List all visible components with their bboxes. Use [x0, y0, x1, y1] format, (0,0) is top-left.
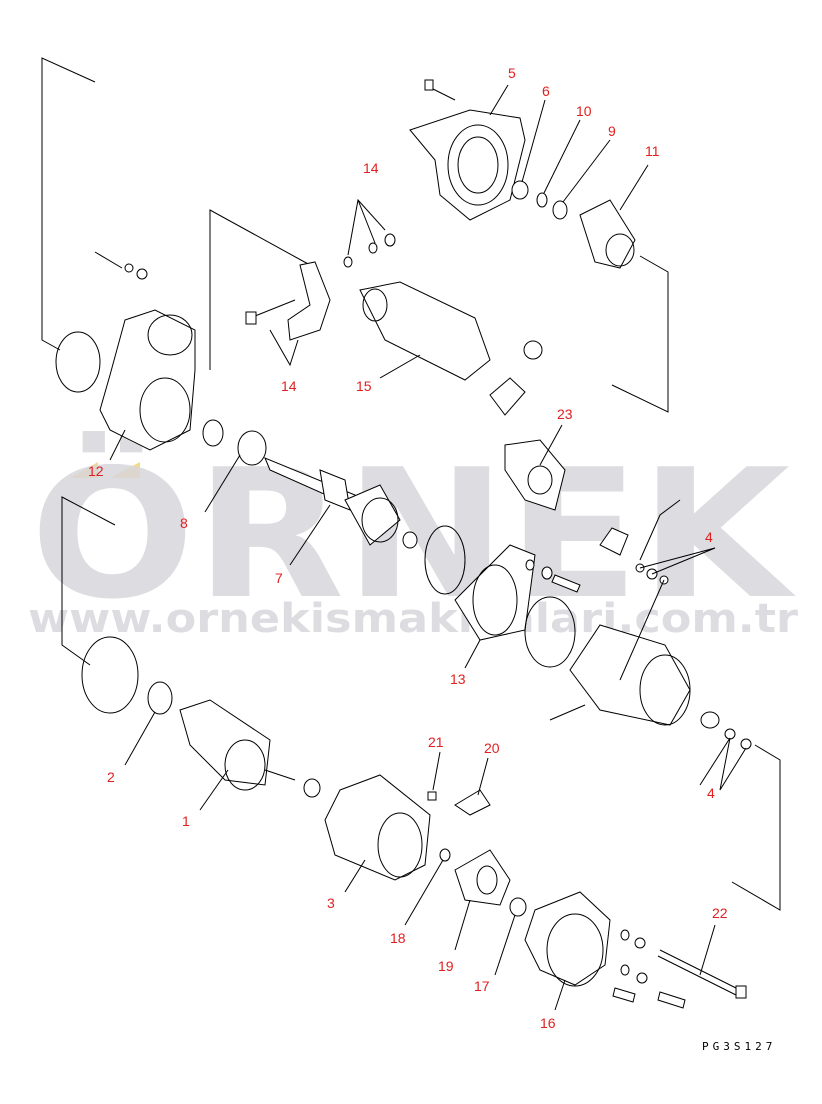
part-10-ring: [536, 192, 548, 208]
callout-14: 14: [281, 378, 297, 394]
part-1-armature: [179, 699, 296, 791]
part-21-clip: [427, 791, 437, 801]
part-5-housing: [409, 79, 526, 221]
callout-15: 15: [356, 378, 372, 394]
part-20-clip: [454, 789, 491, 816]
callout-5: 5: [508, 65, 516, 81]
callout-17: 17: [474, 978, 490, 994]
callout-16: 16: [540, 1015, 556, 1031]
part-2-bearing: [147, 681, 173, 715]
seal-ring: [524, 596, 576, 668]
callout-6: 6: [542, 83, 550, 99]
callout-19: 19: [438, 958, 454, 974]
callout-11: 11: [645, 143, 660, 159]
part-4-terminal: [599, 499, 681, 585]
callout-21: 21: [428, 734, 444, 750]
part-23-brushes: [504, 439, 566, 511]
callout-23: 23: [557, 406, 573, 422]
part-13-frame: [454, 544, 581, 641]
yoke: [549, 624, 752, 750]
part-14-lever: [245, 233, 396, 341]
callout-8: 8: [180, 515, 188, 531]
assembly-brackets: [41, 57, 781, 911]
o-ring: [424, 525, 466, 595]
part-7-pinion: [264, 457, 401, 546]
part-9-washer: [552, 200, 568, 220]
callout-12: 12: [88, 463, 104, 479]
watermark-dot: [70, 462, 98, 478]
callout-4: 4: [707, 785, 715, 801]
callout-1: 1: [182, 813, 190, 829]
callout-18: 18: [390, 930, 406, 946]
part-16-cover: [524, 891, 686, 1009]
watermark-dot: [110, 462, 140, 478]
o-ring-lower: [81, 636, 139, 714]
washer: [303, 778, 321, 798]
part-11-gear: [579, 199, 636, 269]
drawing-code: PG3S127: [702, 1040, 776, 1053]
callout-14: 14: [363, 160, 379, 176]
part-19-holder: [454, 849, 511, 906]
part-22-bolt: [657, 949, 747, 999]
callout-2: 2: [107, 769, 115, 785]
callout-4: 4: [705, 529, 713, 545]
watermark-url: www.ornekismakinalari.com.tr: [28, 596, 798, 642]
callout-10: 10: [576, 103, 592, 119]
callout-20: 20: [484, 740, 500, 756]
bearing: [202, 419, 224, 447]
part-17-bushing: [509, 897, 527, 917]
part-6-bushing: [511, 180, 529, 200]
callout-9: 9: [608, 123, 616, 139]
callout-13: 13: [450, 671, 466, 687]
part-18-washer: [439, 848, 451, 862]
part-3-field: [324, 774, 431, 881]
part-15-solenoid: [359, 281, 543, 416]
parts: [55, 79, 752, 1009]
callouts: 5 6 10 9 11 14 14 15 23 12 8 7 4 13 2 1 …: [88, 65, 728, 1031]
callout-7: 7: [275, 570, 283, 586]
callout-22: 22: [712, 905, 728, 921]
leader-lines: [109, 84, 747, 1011]
part-8-bearing: [237, 430, 267, 466]
washer: [402, 531, 418, 549]
part-12-bracket: [55, 251, 196, 451]
callout-3: 3: [327, 895, 335, 911]
